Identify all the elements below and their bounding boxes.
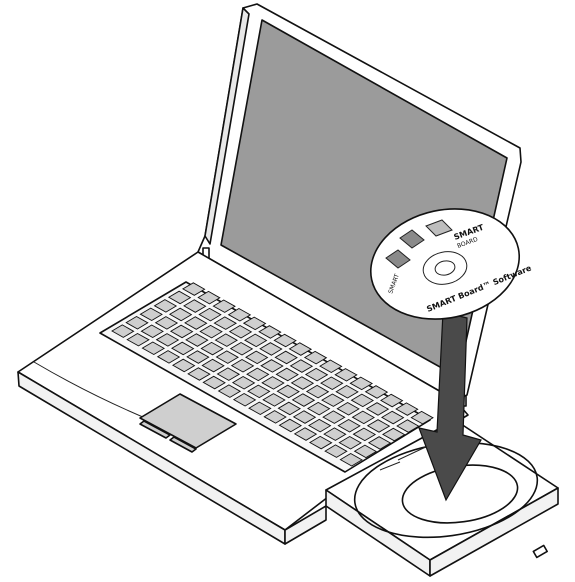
eject-button	[533, 545, 547, 557]
